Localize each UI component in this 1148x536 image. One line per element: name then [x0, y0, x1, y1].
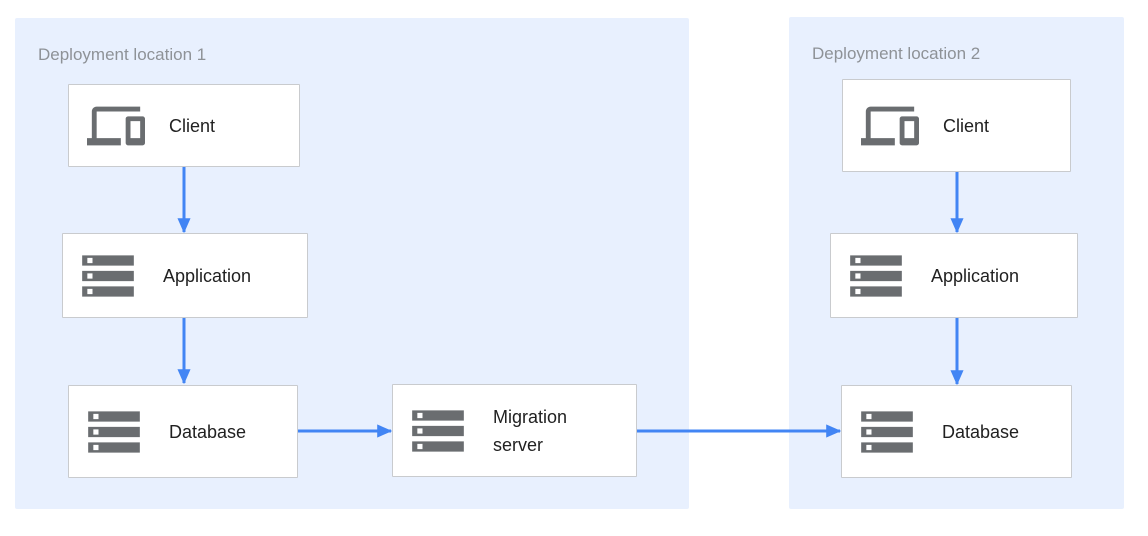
deployment-location-2-title: Deployment location 2 — [812, 44, 981, 63]
node-client-2: Client — [842, 79, 1071, 172]
node-client-1: Client — [68, 84, 300, 167]
node-label: Database — [169, 421, 247, 442]
node-database-1: Database — [68, 385, 298, 478]
deployment-location-1-title: Deployment location 1 — [38, 45, 207, 64]
node-label: Client — [943, 115, 990, 136]
devices-icon — [861, 97, 919, 155]
server-stack-icon — [860, 401, 918, 463]
server-stack-icon — [849, 245, 907, 307]
node-label: Client — [169, 115, 216, 136]
node-label: Application — [163, 265, 252, 286]
devices-icon — [87, 97, 145, 155]
server-stack-icon — [81, 245, 139, 307]
node-application-1: Application — [62, 233, 308, 318]
server-stack-icon — [87, 401, 145, 463]
node-migration-server: Migration server — [392, 384, 637, 477]
node-application-2: Application — [830, 233, 1078, 318]
node-database-2: Database — [841, 385, 1072, 478]
node-label: Application — [931, 265, 1020, 286]
node-label: Migration server — [493, 406, 568, 455]
server-stack-icon — [411, 400, 469, 462]
node-label: Database — [942, 421, 1020, 442]
